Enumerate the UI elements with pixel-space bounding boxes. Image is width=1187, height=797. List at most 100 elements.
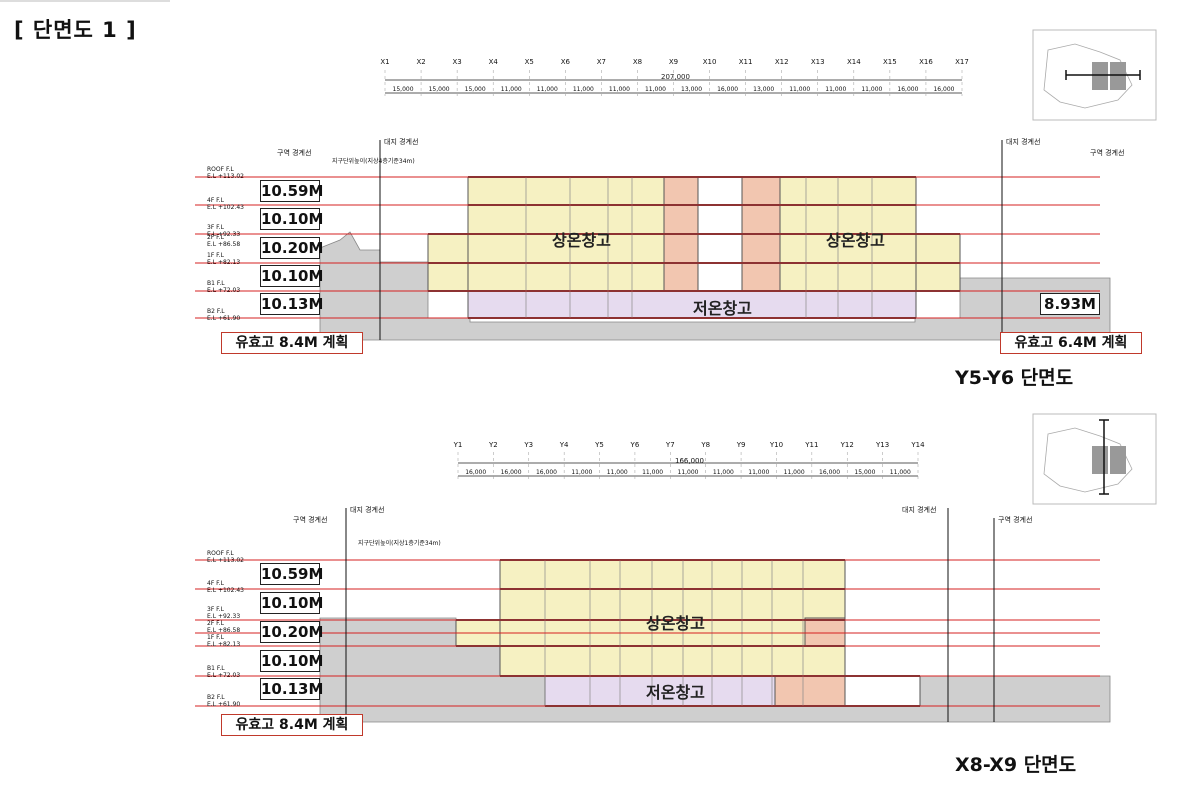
level-elevation: E.L +72.03 — [207, 672, 241, 679]
dim-label: 11,000 — [571, 469, 593, 476]
ground-1 — [319, 231, 1111, 341]
grid-label: Y5 — [595, 441, 604, 449]
dim-label: 15,000 — [392, 86, 414, 93]
left-plan-2: 유효고 8.4M 계획 — [221, 714, 363, 736]
floor-height-2-3: 10.20M — [260, 621, 324, 643]
zone-right-1: 구역 경계선 — [1090, 149, 1125, 157]
dim-label: 11,000 — [572, 86, 594, 93]
level-elevation: E.L +61.90 — [207, 315, 241, 322]
grid-lines-2 — [457, 452, 919, 480]
label-upper-2: 상온창고 — [646, 614, 705, 633]
level-name: ROOF F.L — [207, 550, 234, 557]
level-elevation: E.L +86.58 — [207, 241, 241, 248]
grid-label: X11 — [738, 58, 753, 66]
dim-label: 15,000 — [464, 86, 486, 93]
label-lower-2: 저온창고 — [646, 683, 705, 702]
grid-label: X9 — [668, 58, 679, 66]
level-elevation: E.L +92.33 — [207, 613, 241, 620]
grid-label: X10 — [702, 58, 717, 66]
dim-label: 16,000 — [933, 86, 955, 93]
dim-label: 11,000 — [608, 86, 630, 93]
section-2-title: X8-X9 단면도 — [955, 754, 1077, 776]
dim-label: 15,000 — [854, 469, 876, 476]
grid-label: Y13 — [876, 441, 890, 449]
grid-label: X14 — [846, 58, 861, 66]
label-lower-1: 저온창고 — [693, 299, 752, 318]
level-elevation: E.L +102.43 — [207, 204, 244, 211]
grid-label: Y4 — [559, 441, 569, 449]
dim-label: 16,000 — [897, 86, 919, 93]
dim-label: 16,000 — [819, 469, 841, 476]
floor-height-2-1: 10.59M — [260, 563, 324, 585]
height-note-2: 지구단위높이(지상1층기준34m) — [358, 540, 441, 547]
grid-label: Y1 — [453, 441, 463, 449]
dim-label: 11,000 — [642, 469, 664, 476]
level-name: B1 F.L — [207, 665, 225, 672]
level-name: 2F F.L — [207, 620, 224, 627]
level-name: 4F F.L — [207, 580, 224, 587]
lower-storage-1 — [467, 290, 917, 319]
level-elevation: E.L +86.58 — [207, 627, 241, 634]
dim-label: 15,000 — [428, 86, 450, 93]
dim-label: 11,000 — [712, 469, 734, 476]
floor-height-2-4: 10.10M — [260, 650, 324, 672]
dim-label: 11,000 — [825, 86, 847, 93]
floor-height-1-5: 10.13M — [260, 293, 324, 315]
boundary-left-1: 대지 경계선 — [384, 138, 419, 146]
dim-label: 11,000 — [536, 86, 558, 93]
zone-left-1: 구역 경계선 — [277, 149, 312, 157]
label-upper-left-1: 상온창고 — [552, 231, 611, 250]
floor-height-2-2: 10.10M — [260, 592, 324, 614]
floor-height-1-3: 10.20M — [260, 237, 324, 259]
dim-label: 11,000 — [677, 469, 699, 476]
dim-label: 13,000 — [681, 86, 703, 93]
total-dim-2: 166,000 — [675, 457, 704, 465]
level-name: B2 F.L — [207, 308, 225, 315]
right-height-1: 8.93M — [1040, 293, 1100, 315]
grid-label: X16 — [919, 58, 933, 66]
floor-height-1-4: 10.10M — [260, 265, 324, 287]
grid-label: X8 — [632, 58, 643, 66]
grid-label: Y7 — [665, 441, 675, 449]
grid-label: X13 — [810, 58, 825, 66]
dim-label: 11,000 — [783, 469, 805, 476]
grid-label: Y12 — [840, 441, 854, 449]
level-elevation: E.L +113.02 — [207, 173, 244, 180]
grid-label: X2 — [416, 58, 426, 66]
left-plan-1: 유효고 8.4M 계획 — [221, 332, 363, 354]
key-plan-1 — [1032, 29, 1157, 121]
dim-label: 16,000 — [500, 469, 522, 476]
zone-right-2: 구역 경계선 — [998, 516, 1033, 524]
grid-lines-1 — [384, 70, 963, 96]
key-plan-2 — [1032, 413, 1157, 505]
dim-label: 13,000 — [753, 86, 775, 93]
level-elevation: E.L +72.03 — [207, 287, 241, 294]
dim-label: 11,000 — [789, 86, 811, 93]
level-elevation: E.L +92.33 — [207, 231, 241, 238]
level-name: B1 F.L — [207, 280, 225, 287]
dim-label: 11,000 — [500, 86, 522, 93]
level-elevation: E.L +61.90 — [207, 701, 241, 708]
lower-storage-2 — [544, 675, 776, 707]
dim-label: 16,000 — [717, 86, 739, 93]
level-name: 1F F.L — [207, 252, 224, 259]
dim-label: 16,000 — [535, 469, 557, 476]
grid-label: Y11 — [805, 441, 819, 449]
grid-label: X17 — [955, 58, 969, 66]
grid-label: X3 — [452, 58, 462, 66]
grid-label: X15 — [883, 58, 897, 66]
grid-label: Y14 — [911, 441, 925, 449]
grid-label: Y10 — [769, 441, 784, 449]
level-elevation: E.L +102.43 — [207, 587, 244, 594]
level-elevation: E.L +82.13 — [207, 259, 241, 266]
boundary-right-1: 대지 경계선 — [1006, 138, 1041, 146]
level-name: 3F F.L — [207, 224, 224, 231]
dim-label: 11,000 — [606, 469, 628, 476]
grid-label: X5 — [524, 58, 534, 66]
height-note-1: 지구단위높이(지상4층기준34m) — [332, 158, 415, 165]
grid-label: Y8 — [701, 441, 711, 449]
floor-height-1-1: 10.59M — [260, 180, 324, 202]
grid-label: X4 — [488, 58, 498, 66]
floor-height-1-2: 10.10M — [260, 208, 324, 230]
grid-label: X12 — [774, 58, 789, 66]
